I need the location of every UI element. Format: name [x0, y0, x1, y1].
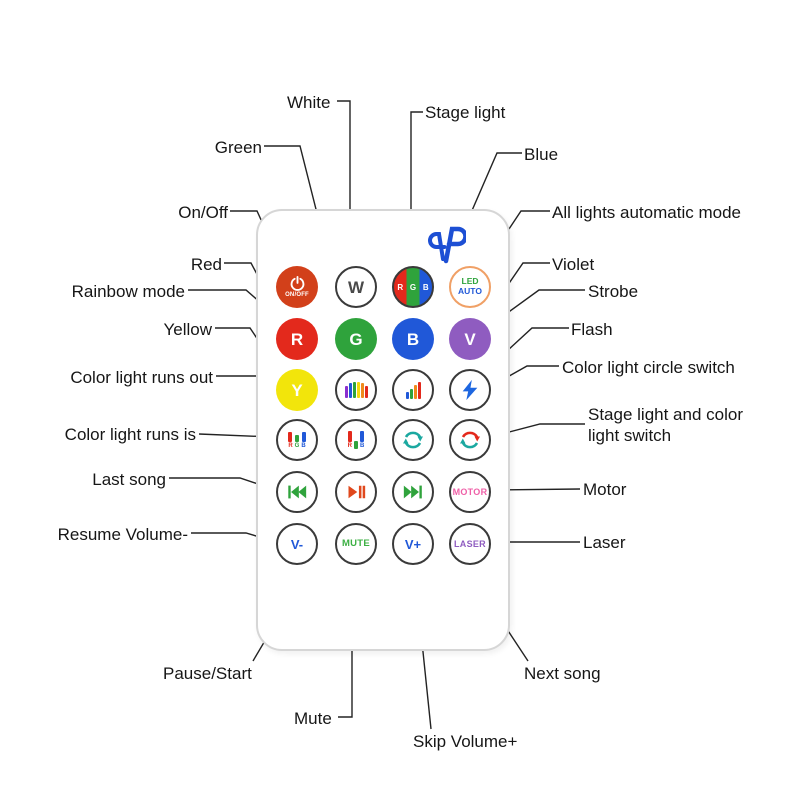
runs-is-g: G [294, 442, 300, 449]
color-circle-switch-button[interactable] [392, 419, 434, 461]
led-auto-line2: AUTO [458, 286, 482, 296]
yellow-button[interactable]: Y [276, 369, 318, 411]
mute-button[interactable]: MUTE [335, 523, 377, 565]
green-button[interactable]: G [335, 318, 377, 360]
led-auto-button[interactable]: LED AUTO [449, 266, 491, 308]
next-song-button[interactable] [392, 471, 434, 513]
brand-logo [426, 223, 468, 265]
white-button[interactable]: W [335, 266, 377, 308]
laser-button[interactable]: LASER [449, 523, 491, 565]
rgb-b: B [422, 282, 429, 292]
previous-track-icon [288, 485, 307, 499]
laser-button-label: LASER [453, 538, 486, 549]
stage-color-switch-button[interactable] [449, 419, 491, 461]
flash-button[interactable] [449, 369, 491, 411]
callout-color-runs-is: Color light runs is [64, 425, 196, 444]
runs-is-r: R [288, 442, 293, 449]
last-song-button[interactable] [276, 471, 318, 513]
callout-resume-volume: Resume Volume- [57, 525, 188, 544]
callout-laser: Laser [583, 533, 626, 552]
color-runs-out-button[interactable]: R B [335, 419, 377, 461]
callout-on-off: On/Off [178, 203, 228, 222]
volume-up-button[interactable]: V+ [392, 523, 434, 565]
play-pause-icon [348, 485, 366, 499]
callout-motor: Motor [583, 480, 627, 499]
pause-start-button[interactable] [335, 471, 377, 513]
green-button-label: G [349, 329, 363, 349]
red-button-label: R [290, 329, 304, 349]
callout-pause-start: Pause/Start [163, 664, 252, 683]
callout-all-lights-auto: All lights automatic mode [552, 203, 741, 222]
violet-button[interactable]: V [449, 318, 491, 360]
red-button[interactable]: R [276, 318, 318, 360]
mini-equalizer-icon: R G B [288, 431, 306, 449]
rainbow-bars-icon [344, 382, 368, 398]
cycle-arrows-icon [403, 431, 423, 449]
rainbow-mode-button[interactable] [335, 369, 377, 411]
callout-stage-color-switch: Stage light and color light switch [588, 405, 743, 445]
dual-cycle-arrows-icon [460, 431, 480, 449]
motor-button[interactable]: MOTOR [449, 471, 491, 513]
rgb-button[interactable]: R G B [392, 266, 434, 308]
motor-button-label: MOTOR [452, 486, 488, 497]
mini-equalizer-icon: R B [347, 431, 365, 449]
rgb-g: G [409, 282, 417, 292]
callout-last-song: Last song [92, 470, 166, 489]
callout-strobe: Strobe [588, 282, 639, 301]
blue-button[interactable]: B [392, 318, 434, 360]
color-runs-is-button[interactable]: R G B [276, 419, 318, 461]
rgb-button-label: R G B [394, 283, 432, 292]
volume-down-label: V- [290, 536, 304, 552]
strobe-button[interactable] [392, 369, 434, 411]
remote-body: ON/OFF W R G B LED AUTO R G B V [256, 209, 510, 651]
violet-button-label: V [464, 329, 476, 349]
led-auto-line1: LED [461, 276, 479, 287]
volume-down-button[interactable]: V- [276, 523, 318, 565]
callout-flash: Flash [571, 320, 613, 339]
callout-mute: Mute [294, 709, 332, 728]
blue-button-label: B [406, 329, 420, 349]
callout-color-runs-out: Color light runs out [70, 368, 213, 387]
next-track-icon [403, 485, 422, 499]
callout-yellow: Yellow [163, 320, 212, 339]
strobe-bars-icon [405, 381, 421, 399]
callout-red: Red [190, 255, 222, 274]
power-icon [290, 276, 304, 291]
runs-out-r: R [347, 443, 352, 449]
callout-next-song: Next song [524, 664, 601, 683]
callout-color-circle-switch: Color light circle switch [562, 358, 735, 377]
runs-out-b: B [360, 443, 365, 449]
callout-green: Green [214, 138, 262, 157]
power-button-label: ON/OFF [285, 292, 309, 298]
white-button-label: W [347, 277, 365, 297]
callout-white: White [287, 93, 331, 112]
runs-is-b: B [301, 442, 306, 449]
callout-blue: Blue [524, 145, 559, 164]
mute-button-label: MUTE [341, 538, 371, 550]
callout-violet: Violet [552, 255, 595, 274]
flash-icon [462, 379, 478, 401]
power-button[interactable]: ON/OFF [276, 266, 318, 308]
volume-up-label: V+ [404, 536, 422, 552]
callout-stage-light: Stage light [425, 103, 506, 122]
callout-skip-volume: Skip Volume+ [413, 732, 518, 751]
yellow-button-label: Y [291, 380, 303, 400]
callout-rainbow-mode: Rainbow mode [71, 282, 185, 301]
rgb-r: R [397, 282, 404, 292]
